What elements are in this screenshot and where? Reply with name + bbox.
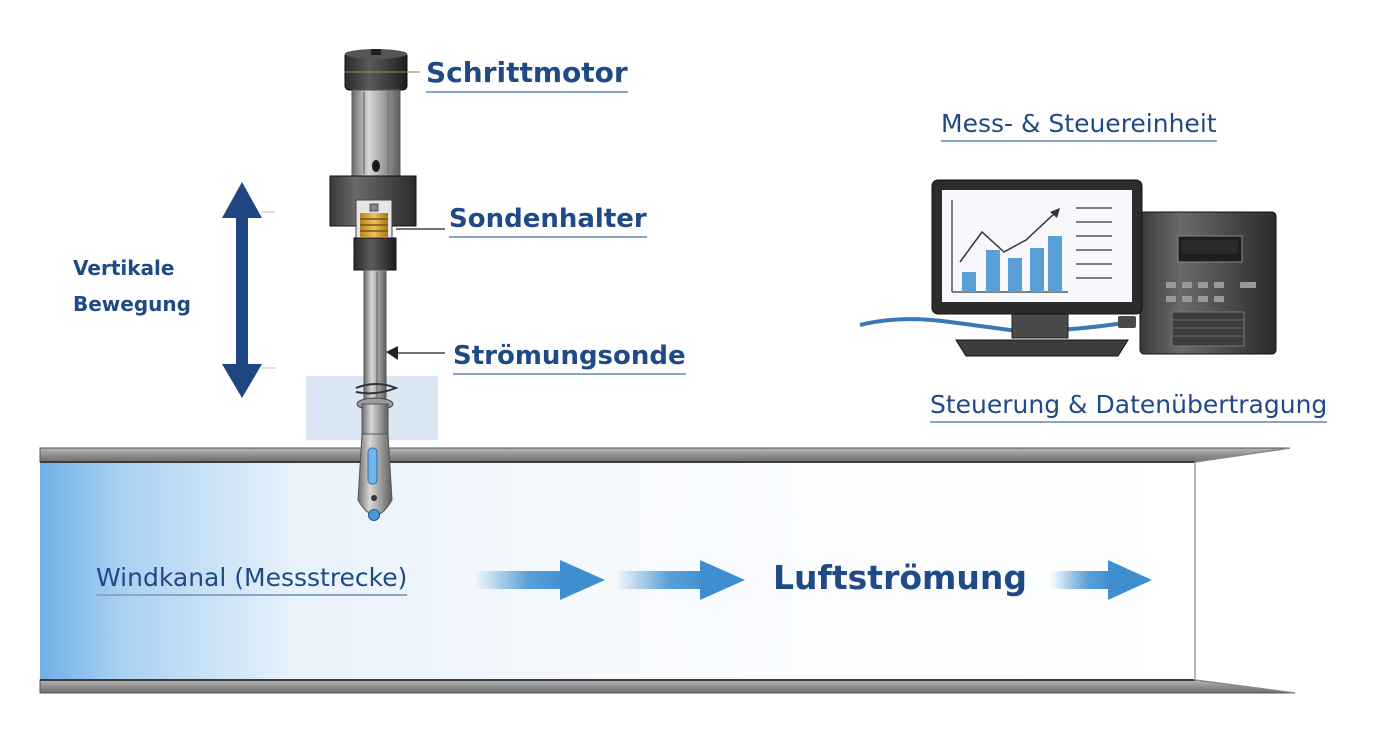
- wind-tunnel: [39, 447, 1296, 694]
- desktop-computer-icon: [859, 179, 1277, 357]
- double-headed-vertical-arrow-icon: [222, 182, 275, 398]
- flow-probe-label: Strömungsonde: [453, 341, 686, 375]
- vertical-movement-label-line1: Vertikale: [73, 256, 175, 280]
- probe-holder-clamp-icon: [329, 175, 445, 271]
- measure-control-unit-label: Mess- & Steuereinheit: [941, 109, 1217, 142]
- airflow-arrow-icon: [1050, 560, 1152, 600]
- control-data-transfer-label: Steuerung & Datenübertragung: [930, 390, 1328, 423]
- wind-tunnel-label: Windkanal (Messstrecke): [96, 563, 408, 596]
- airflow-label: Luftströmung: [773, 558, 1028, 597]
- tunnel-bottom-wall: [39, 679, 1296, 694]
- tunnel-top-wall: [39, 447, 1291, 463]
- airflow-arrow-icon: [475, 560, 605, 600]
- data-cable: [859, 317, 1131, 333]
- probe-holder-label: Sondenhalter: [449, 204, 647, 238]
- flow-probe-icon: [355, 269, 445, 521]
- stepper-motor-icon: [344, 49, 420, 177]
- airflow-arrow-icon: [615, 560, 745, 600]
- vertical-movement-label-line2: Bewegung: [73, 292, 191, 316]
- stepper-motor-label: Schrittmotor: [426, 56, 628, 93]
- screen-chart-icon: [951, 200, 1112, 293]
